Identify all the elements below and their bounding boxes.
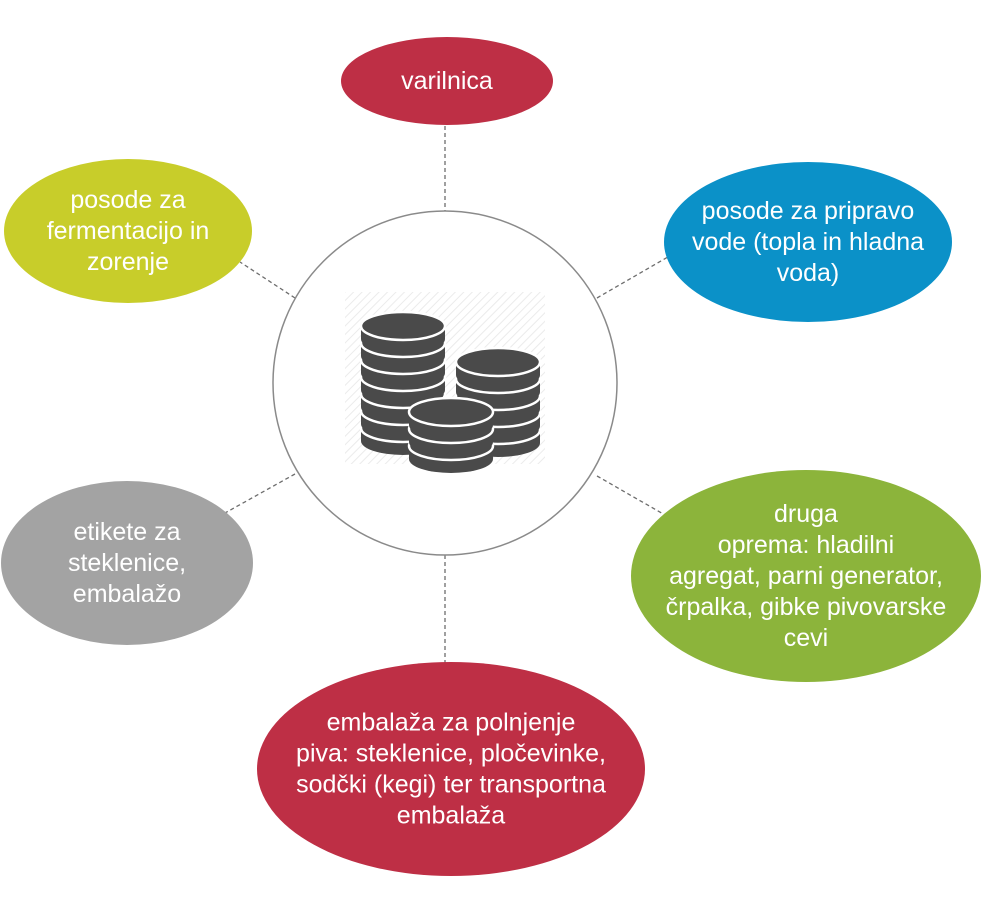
coin-top <box>359 310 447 342</box>
node-label-line: posode za <box>70 186 185 214</box>
node-label-line: steklenice, <box>68 549 186 577</box>
connector-posode-voda <box>596 249 681 299</box>
node-label-line: embalaža <box>397 802 505 830</box>
node-etikete-label: etikete za steklenice, embalažo <box>68 518 186 608</box>
node-etikete-bubble <box>1 481 253 645</box>
node-posode-fermentacija: posode za fermentacijo in zorenje <box>4 159 252 303</box>
coin-top <box>454 346 542 378</box>
node-etikete: etikete za steklenice, embalažo <box>1 481 253 645</box>
node-label-line: etikete za <box>73 518 180 546</box>
node-label-line: oprema: hladilni <box>718 531 895 559</box>
coin-stacks-icon <box>345 292 545 473</box>
node-label-line: embalažo <box>73 580 181 608</box>
node-label-line: fermentacijo in <box>47 217 210 245</box>
connector-druga-oprema <box>596 475 666 516</box>
node-label-line: sodčki (kegi) ter transportna <box>296 771 606 799</box>
node-varilnica-label: varilnica <box>401 67 493 95</box>
node-embalaza-polnjenje: embalaža za polnjenje piva: steklenice, p… <box>257 662 645 876</box>
node-label-line: cevi <box>784 624 828 652</box>
node-varilnica-bubble <box>341 37 553 125</box>
node-druga-oprema-bubble <box>631 470 981 682</box>
node-embalaza-polnjenje-bubble <box>257 662 645 876</box>
node-posode-voda-label: posode za pripravo vode (topla in hladna v… <box>692 197 924 287</box>
node-label-line: voda) <box>777 259 840 287</box>
coin-top <box>407 396 495 428</box>
node-label-line: embalaža za polnjenje <box>327 709 576 737</box>
connector-posode-fermentacija <box>239 261 296 299</box>
node-label-line: vode (topla in hladna <box>692 228 924 256</box>
node-posode-fermentacija-bubble <box>4 159 252 303</box>
node-label-line: črpalka, gibke pivovarske <box>666 593 947 621</box>
node-posode-voda: posode za pripravo vode (topla in hladna v… <box>664 162 952 322</box>
connector-etikete <box>224 473 296 514</box>
node-label-line: varilnica <box>401 67 493 95</box>
node-label-line: zorenje <box>87 248 169 276</box>
connectors <box>224 112 681 665</box>
node-druga-oprema: druga oprema: hladilni agregat, parni gene… <box>631 470 981 682</box>
node-label-line: druga <box>774 500 838 528</box>
node-varilnica: varilnica <box>341 37 553 125</box>
node-posode-fermentacija-label: posode za fermentacijo in zorenje <box>47 186 210 276</box>
node-label-line: agregat, parni generator, <box>669 562 943 590</box>
node-embalaza-polnjenje-label: embalaža za polnjenje piva: steklenice, p… <box>296 709 606 830</box>
node-label-line: piva: steklenice, pločevinke, <box>296 740 606 768</box>
node-druga-oprema-label: druga oprema: hladilni agregat, parni gene… <box>666 500 947 652</box>
node-posode-voda-bubble <box>664 162 952 322</box>
node-label-line: posode za pripravo <box>702 197 915 225</box>
